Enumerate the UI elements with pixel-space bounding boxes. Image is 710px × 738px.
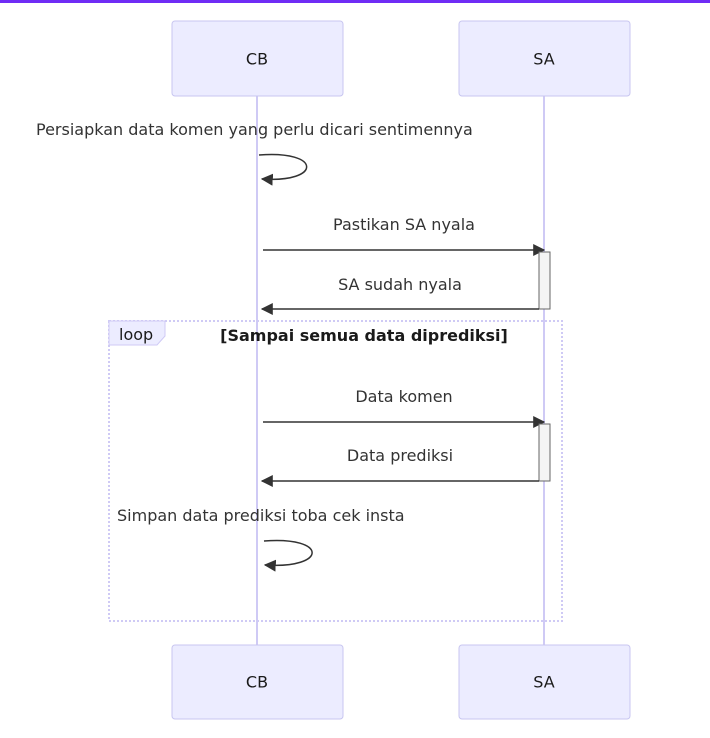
self-arrow: [258, 153, 308, 186]
loop-condition: [Sampai semua data diprediksi]: [220, 326, 508, 345]
actor-sa-bottom: SA: [458, 644, 631, 720]
actor-label: CB: [246, 673, 268, 692]
actor-box: [171, 20, 344, 97]
loop-box: [108, 320, 563, 622]
actor-cb-top: CB: [171, 20, 344, 97]
actor-label: CB: [246, 50, 268, 69]
activation-bar: [538, 251, 551, 310]
message-prediction-data: Data prediksi: [260, 446, 539, 487]
message-label: SA sudah nyala: [338, 275, 462, 294]
self-arrow: [263, 539, 313, 572]
actor-box: [458, 644, 631, 720]
top-accent-bar: [0, 0, 710, 3]
self-message-save: Simpan data prediksi toba cek insta: [117, 506, 405, 572]
message-comment-data: Data komen: [263, 387, 546, 428]
self-message-label: Simpan data prediksi toba cek insta: [117, 506, 405, 525]
activation-bar: [538, 423, 551, 482]
message-sa-on: SA sudah nyala: [260, 275, 539, 315]
actor-box: [458, 20, 631, 97]
actor-label: SA: [533, 50, 554, 69]
message-label: Pastikan SA nyala: [333, 215, 475, 234]
actor-cb-bottom: CB: [171, 644, 344, 720]
actor-label: SA: [533, 673, 554, 692]
actor-box: [171, 644, 344, 720]
actor-sa-top: SA: [458, 20, 631, 97]
loop-label: loop: [119, 325, 153, 344]
message-ensure-sa-on: Pastikan SA nyala: [263, 215, 546, 256]
loop-frame: loop [Sampai semua data diprediksi]: [108, 320, 563, 622]
self-message-label: Persiapkan data komen yang perlu dicari …: [36, 120, 473, 139]
message-label: Data prediksi: [347, 446, 453, 465]
loop-tab: [108, 320, 166, 346]
message-label: Data komen: [355, 387, 452, 406]
self-message-prepare: Persiapkan data komen yang perlu dicari …: [36, 120, 473, 186]
